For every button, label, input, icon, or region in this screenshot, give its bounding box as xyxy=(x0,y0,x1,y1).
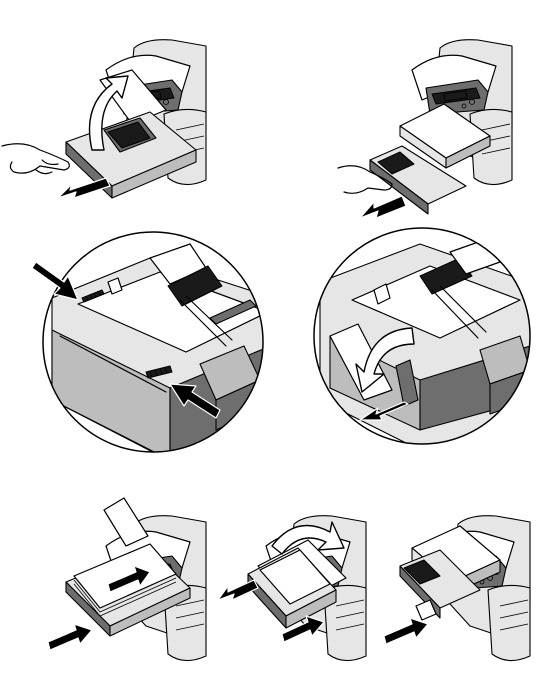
step-3-panel xyxy=(32,230,280,460)
step-2-panel xyxy=(338,40,512,218)
hand-icon xyxy=(2,144,69,173)
push-arrow-icon xyxy=(48,624,92,650)
step-4-panel xyxy=(312,226,540,450)
step-7-panel xyxy=(384,516,530,661)
pull-arrow-icon xyxy=(218,580,258,600)
step-5-panel xyxy=(48,498,206,661)
step-6-panel xyxy=(218,516,366,661)
step-1-panel xyxy=(2,40,206,198)
pull-arrow-icon xyxy=(360,196,406,218)
push-arrow-icon xyxy=(384,618,428,644)
pull-arrow-icon xyxy=(58,178,110,198)
